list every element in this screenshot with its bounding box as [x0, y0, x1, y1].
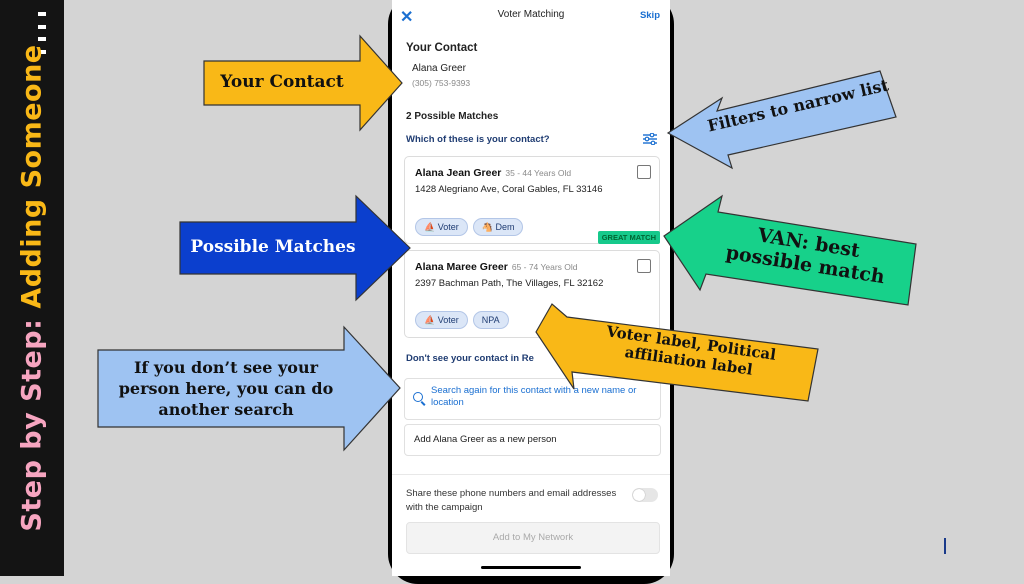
match-age: 65 - 74 Years Old — [511, 262, 578, 272]
party-tag: NPA — [472, 311, 509, 329]
your-contact-callout: Your Contact — [220, 72, 344, 92]
search-again-callout: If you don’t see your person here, you c… — [118, 358, 334, 419]
match-name-text: Alana Jean Greer — [415, 167, 502, 179]
share-toggle[interactable] — [632, 488, 658, 502]
party-tag-label: Dem — [495, 222, 515, 232]
expand-icon[interactable] — [637, 165, 651, 179]
great-match-badge: GREAT MATCH — [597, 231, 660, 244]
sidebar-banner: Step by Step: Adding Someone — [0, 0, 64, 576]
matches-question: Which of these is your contact? — [406, 134, 550, 145]
possible-matches-callout: Possible Matches — [190, 237, 356, 257]
add-to-network-button[interactable]: Add to My Network — [406, 522, 660, 554]
match-tags: ⛵ Voter NPA — [415, 311, 509, 329]
search-icon — [413, 392, 423, 402]
slide-title-part2: Adding Someone — [16, 44, 48, 309]
slide-title: Step by Step: Adding Someone — [17, 44, 48, 531]
not-found-prompt: Don't see your contact in Re — [406, 353, 534, 364]
contact-phone: (305) 753-9393 — [412, 78, 471, 88]
slide-title-part1: Step by Step: — [16, 318, 48, 532]
party-tag-label: NPA — [481, 315, 500, 325]
text-cursor — [944, 538, 946, 554]
filters-callout: Filters to narrow list — [705, 75, 891, 136]
divider — [392, 474, 670, 475]
matches-count: 2 Possible Matches — [406, 111, 499, 122]
expand-icon[interactable] — [637, 259, 651, 273]
van-callout: VAN: best possible match — [724, 224, 887, 289]
party-tag: 🐴 Dem — [472, 218, 524, 236]
match-tags: ⛵ Voter 🐴 Dem — [415, 218, 524, 236]
your-contact-heading: Your Contact — [406, 42, 478, 54]
skip-button[interactable]: Skip — [639, 10, 660, 21]
add-new-person-button[interactable]: Add Alana Greer as a new person — [404, 424, 661, 456]
decorative-dots — [38, 12, 46, 54]
home-indicator — [481, 566, 581, 569]
search-again-text: Search again for this contact with a new… — [431, 385, 637, 408]
search-again-button[interactable]: Search again for this contact with a new… — [404, 378, 661, 420]
voter-tag-label: Voter — [437, 222, 459, 232]
voter-tag: ⛵ Voter — [415, 218, 468, 236]
match-name-text: Alana Maree Greer — [415, 261, 508, 273]
nav-title: Voter Matching — [497, 9, 565, 20]
phone-screen: ✕ Voter Matching Skip Your Contact Alana… — [392, 0, 670, 576]
voter-tag: ⛵ Voter — [415, 311, 468, 329]
contact-name: Alana Greer — [412, 63, 466, 74]
match-address: 2397 Bachman Path, The Villages, FL 3216… — [415, 278, 604, 289]
share-text: Share these phone numbers and email addr… — [406, 488, 617, 513]
voter-tag-label: Voter — [437, 315, 459, 325]
close-icon[interactable]: ✕ — [400, 9, 414, 26]
match-age: 35 - 44 Years Old — [505, 168, 572, 178]
match-address: 1428 Alegriano Ave, Coral Gables, FL 331… — [415, 184, 603, 195]
add-new-person-label: Add Alana Greer as a new person — [414, 434, 557, 445]
filter-icon[interactable] — [643, 133, 657, 145]
